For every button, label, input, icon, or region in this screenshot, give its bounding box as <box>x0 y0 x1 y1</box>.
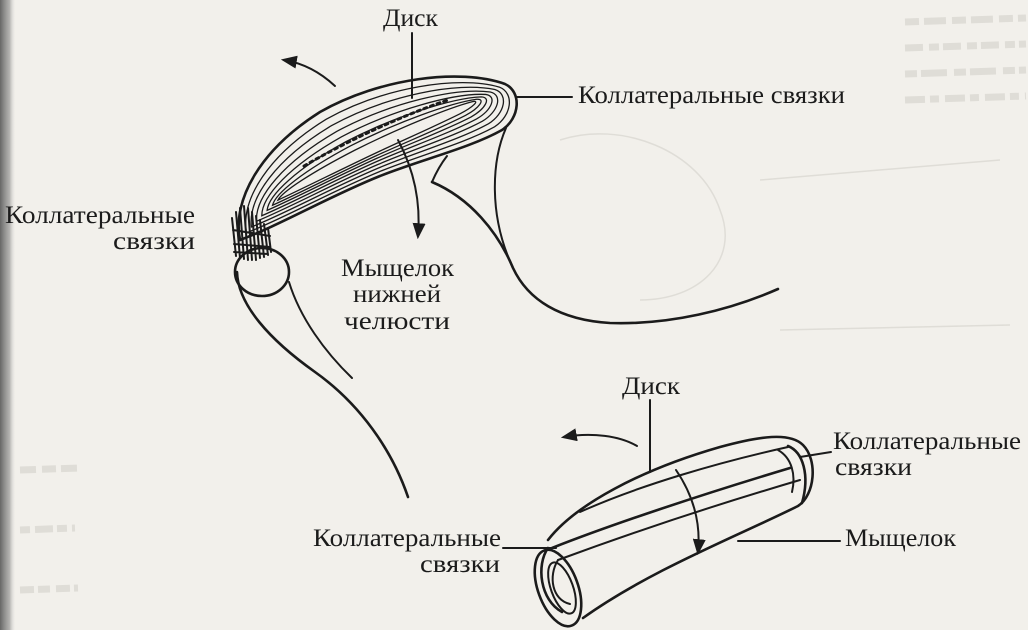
top-condyle-label-line1: Мыщелок <box>341 255 455 282</box>
top-right-collateral-ligaments-label: Коллатеральные связки <box>578 82 845 109</box>
bottom-left-collateral-ligaments-label-line1: Коллатеральные <box>313 525 501 552</box>
top-left-collateral-ligaments-label-line1: Коллатеральные <box>5 202 195 229</box>
bottom-left-collateral-ligaments-label-line2: связки <box>420 551 500 578</box>
top-condyle-label-line2: нижней <box>353 281 441 308</box>
bleed-line <box>20 528 75 530</box>
bleed-line <box>20 468 80 470</box>
top-condyle-label-line3: челюсти <box>344 308 450 335</box>
book-binding-shadow <box>0 0 16 630</box>
top-left-collateral-ligaments-label-line2: связки <box>113 228 195 255</box>
bleed-line <box>905 70 1026 74</box>
bottom-right-collateral-ligaments-label-line2: связки <box>835 454 912 481</box>
bottom-right-collateral-ligaments-label-line1: Коллатеральные <box>833 428 1021 455</box>
bottom-condyle-label: Мыщелок <box>845 525 957 552</box>
bottom-disc-label: Диск <box>622 373 681 400</box>
bleed-line <box>20 588 78 590</box>
top-disc-label: Диск <box>383 5 439 32</box>
